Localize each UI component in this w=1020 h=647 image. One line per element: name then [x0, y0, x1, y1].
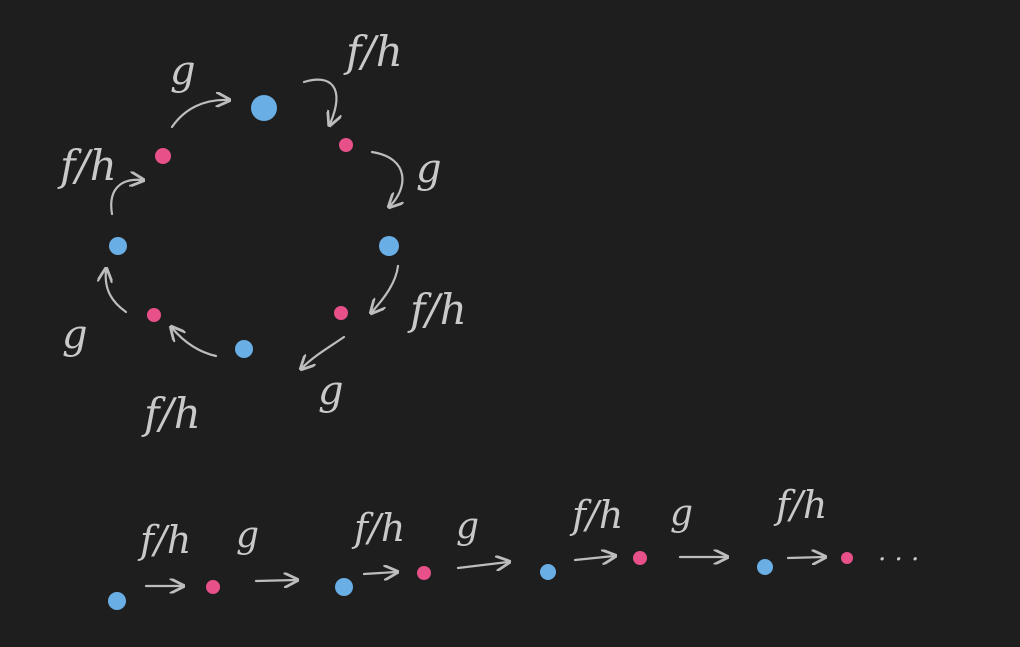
cycle-edge-label: f/h: [343, 27, 403, 76]
chain-arrows: [144, 556, 824, 586]
chain-node-pink: [841, 552, 853, 564]
chain-arrow: [254, 580, 296, 581]
chain-node-pink: [633, 551, 647, 565]
chain-node-blue: [540, 564, 556, 580]
chain-edge-label: f/h: [569, 493, 623, 537]
cycle-nodes: [109, 95, 399, 358]
cycle-edge-label: g: [318, 368, 344, 414]
cycle-arrows: [106, 78, 403, 368]
cycle-arrow: [370, 150, 402, 206]
cycle-arrow: [172, 328, 218, 358]
cycle-edge-label: f/h: [141, 389, 201, 438]
chain-nodes: [108, 551, 853, 610]
cycle-edge-label: g: [62, 312, 88, 358]
cycle-node-pink: [147, 308, 161, 322]
cycle-node-pink: [334, 306, 348, 320]
chain-node-blue: [108, 592, 126, 610]
cycle-arrow: [106, 270, 128, 314]
chain-node-blue: [335, 578, 353, 596]
cycle-arrow: [302, 335, 346, 368]
cycle-arrow: [302, 78, 336, 124]
cycle-edge-label: f/h: [57, 141, 117, 190]
chain-ellipsis: . . .: [878, 537, 919, 567]
cycle-node-blue: [379, 236, 399, 256]
cycle-node-blue: [251, 95, 277, 121]
chain-labels: f/h g f/h g f/h g f/h . . .: [137, 483, 919, 567]
chain-edge-label: f/h: [137, 518, 191, 562]
chain-edge-label: f/h: [351, 506, 405, 550]
chain-edge-label: f/h: [773, 483, 827, 527]
cycle-arrow: [110, 180, 142, 216]
chain-edge-label: g: [236, 515, 259, 556]
chain-arrow: [362, 572, 396, 574]
chain-arrow: [573, 556, 614, 560]
cycle-arrow: [372, 264, 400, 312]
cycle-edge-label: f/h: [407, 285, 467, 334]
cycle-node-pink: [339, 138, 353, 152]
chain-arrow: [456, 562, 508, 568]
cycle-arrow: [170, 100, 228, 129]
cycle-node-pink: [155, 148, 171, 164]
chain-node-pink: [417, 566, 431, 580]
chain-node-blue: [757, 559, 773, 575]
cycle-node-blue: [235, 340, 253, 358]
cycle-node-blue: [109, 237, 127, 255]
cycle-edge-label: g: [170, 48, 196, 94]
chain-edge-label: g: [670, 493, 693, 534]
chain-node-pink: [206, 580, 220, 594]
cycle-labels: f/h g f/h g f/h g f/h g: [57, 27, 467, 438]
chain-edge-label: g: [456, 506, 479, 547]
cycle-edge-label: g: [416, 146, 442, 192]
chain-arrow: [786, 557, 824, 558]
